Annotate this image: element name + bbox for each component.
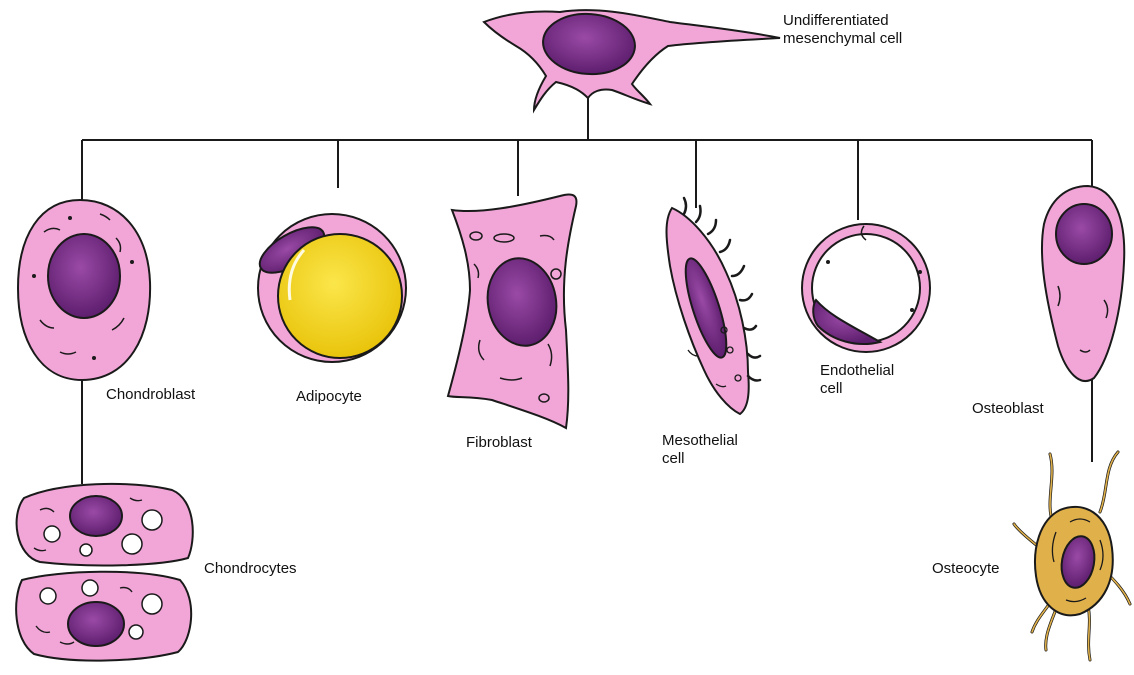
mesenchymal-cell-illustration	[484, 10, 780, 110]
osteoblast-illustration	[1042, 186, 1124, 381]
mesothelial-cell-illustration	[667, 198, 761, 414]
label-endothelial-line2: cell	[820, 380, 894, 398]
endothelial-cell-illustration	[802, 224, 930, 352]
label-mesenchymal-cell: Undifferentiated mesenchymal cell	[783, 12, 902, 48]
chondroblast-illustration	[18, 200, 150, 380]
label-mesothelial-line2: cell	[662, 450, 738, 468]
lineage-connectors	[82, 98, 1092, 484]
chondrocytes-illustration	[16, 484, 193, 661]
label-adipocyte: Adipocyte	[296, 388, 362, 406]
label-mesenchymal-line2: mesenchymal cell	[783, 30, 902, 48]
adipocyte-illustration	[253, 214, 406, 362]
label-mesothelial-cell: Mesothelial cell	[662, 432, 738, 468]
label-chondrocytes: Chondrocytes	[204, 560, 297, 578]
label-osteocyte: Osteocyte	[932, 560, 1000, 578]
label-endothelial-cell: Endothelial cell	[820, 362, 894, 398]
label-mesenchymal-line1: Undifferentiated	[783, 12, 902, 30]
label-mesothelial-line1: Mesothelial	[662, 432, 738, 450]
label-fibroblast: Fibroblast	[466, 434, 532, 452]
osteocyte-illustration	[1014, 452, 1130, 660]
label-endothelial-line1: Endothelial	[820, 362, 894, 380]
label-osteoblast: Osteoblast	[972, 400, 1044, 418]
fibroblast-illustration	[448, 194, 576, 428]
label-chondroblast: Chondroblast	[106, 386, 195, 404]
